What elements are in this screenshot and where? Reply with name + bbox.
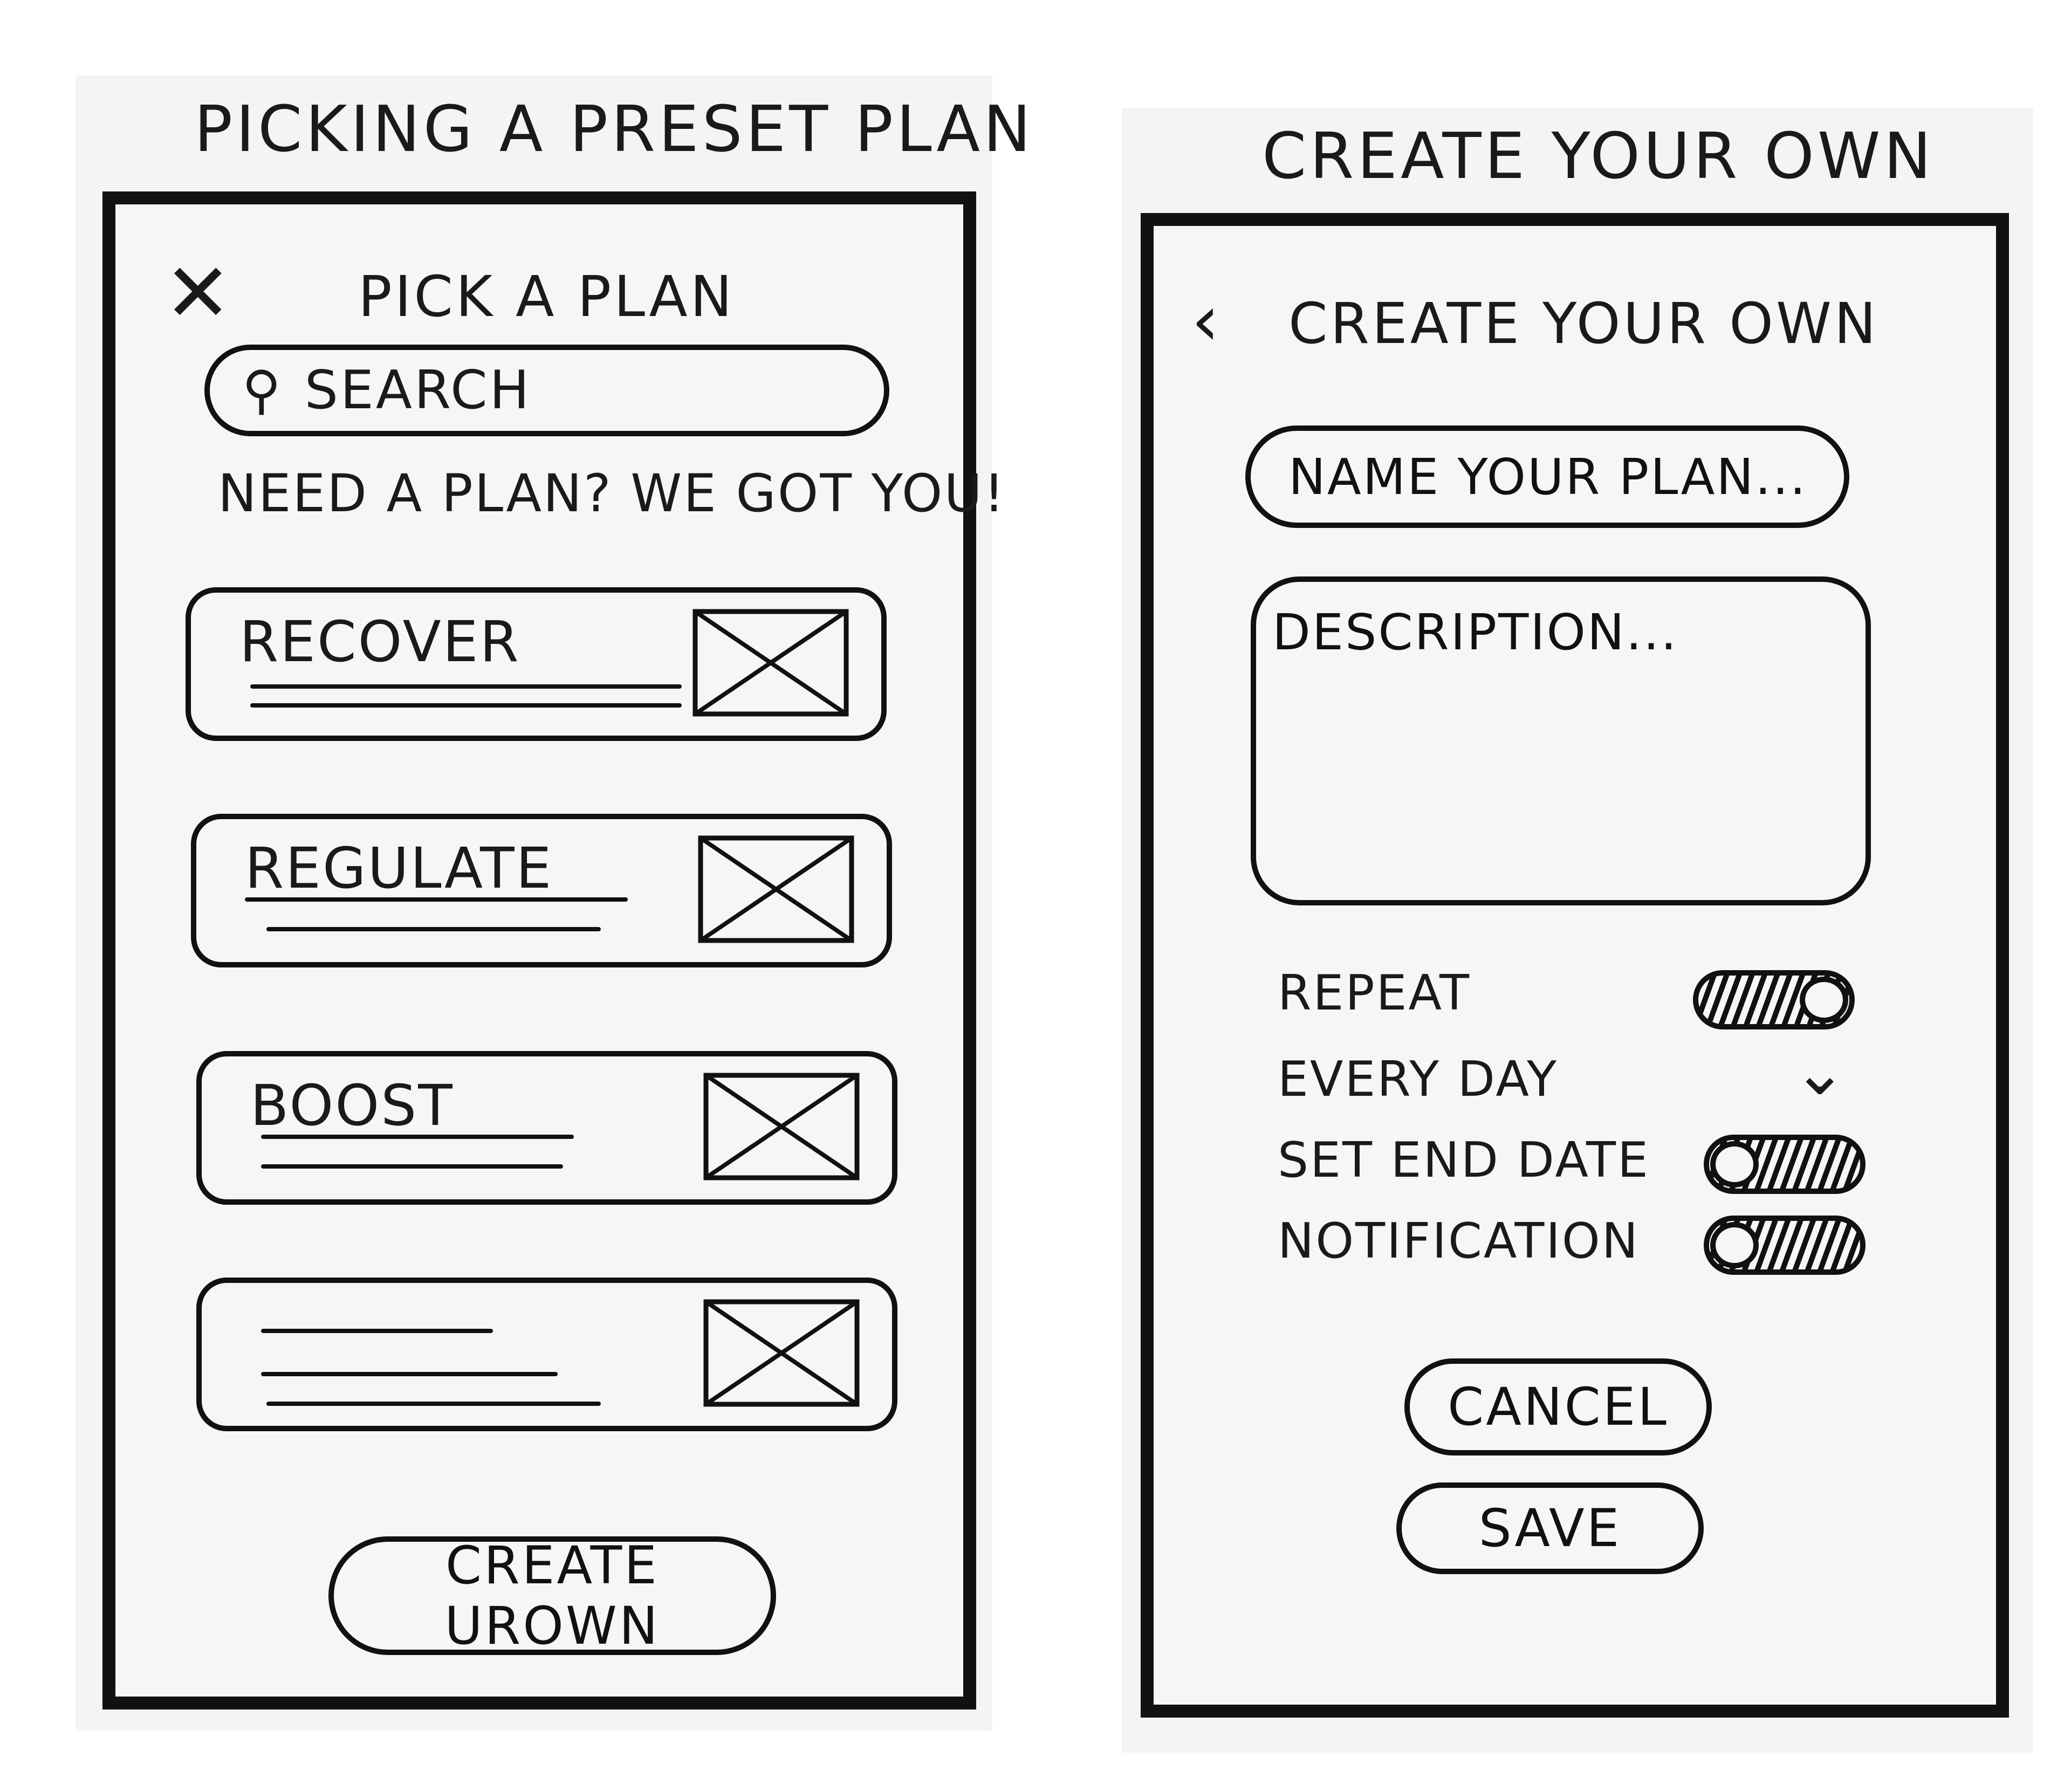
plan-card[interactable] [196,1278,897,1431]
create-your-own-screen: ‹ CREATE YOUR OWN NAME YOUR PLAN... DESC… [1141,213,2009,1718]
create-your-own-button[interactable]: CREATE URown [328,1535,776,1656]
plan-card-regulate[interactable]: REGULATE [191,814,892,967]
notification-label: NOTIFICATION [1278,1213,1640,1269]
cancel-button[interactable]: CANCEL [1404,1358,1712,1455]
chevron-down-icon[interactable]: ⌄ [1793,1035,1847,1110]
plan-card-label: REGULATE [245,835,553,901]
plan-description-line [266,1402,601,1406]
image-placeholder-icon [703,1299,860,1407]
description-textarea[interactable]: DESCRIPTION... [1251,576,1871,905]
notification-toggle[interactable] [1704,1216,1866,1275]
plan-description-line [250,703,682,708]
image-placeholder-icon [703,1073,860,1180]
end-date-label: SET END DATE [1278,1132,1650,1189]
chevron-left-icon[interactable]: ‹ [1191,279,1219,361]
screen-title: CREATE YOUR OWN [1288,291,1879,356]
plan-title-line [261,1329,493,1333]
plan-card-boost[interactable]: BOOST [196,1051,897,1205]
tagline: NEED A PLAN? WE GOT YOU! [218,463,1006,524]
end-date-toggle[interactable] [1704,1135,1866,1194]
close-icon[interactable]: ✕ [164,246,232,340]
frequency-select[interactable]: EVERY DAY [1278,1051,1558,1108]
plan-card-label: RECOVER [239,609,520,675]
image-placeholder-icon [698,835,854,943]
plan-card-label: BOOST [250,1073,454,1138]
right-sketch-heading: CREATE YOUR OWN [1262,119,1935,193]
toggle-knob [1800,977,1848,1023]
plan-description-line [261,1135,574,1139]
plan-name-input[interactable]: NAME YOUR PLAN... [1245,425,1849,528]
plan-description-line [266,927,601,931]
search-input[interactable]: ⚲ SEARCH [204,345,889,436]
toggle-knob [1710,1222,1759,1268]
plan-description-line [261,1372,558,1376]
search-placeholder: SEARCH [304,360,532,421]
screen-title: PICK A PLAN [358,264,735,329]
plan-card-recover[interactable]: RECOVER [186,587,887,741]
image-placeholder-icon [692,609,849,717]
left-sketch-heading: PICKING A PRESET PLAN [194,92,1034,166]
plan-description-line [245,897,628,902]
toggle-knob [1710,1141,1759,1187]
preset-plan-screen: ✕ PICK A PLAN ⚲ SEARCH NEED A PLAN? WE G… [102,191,1004,1709]
save-button[interactable]: SAVE [1396,1482,1704,1574]
plan-description-line [261,1164,563,1169]
repeat-toggle[interactable] [1693,970,1855,1029]
repeat-label: REPEAT [1278,965,1471,1021]
plan-description-line [250,684,682,689]
search-icon: ⚲ [242,360,283,421]
